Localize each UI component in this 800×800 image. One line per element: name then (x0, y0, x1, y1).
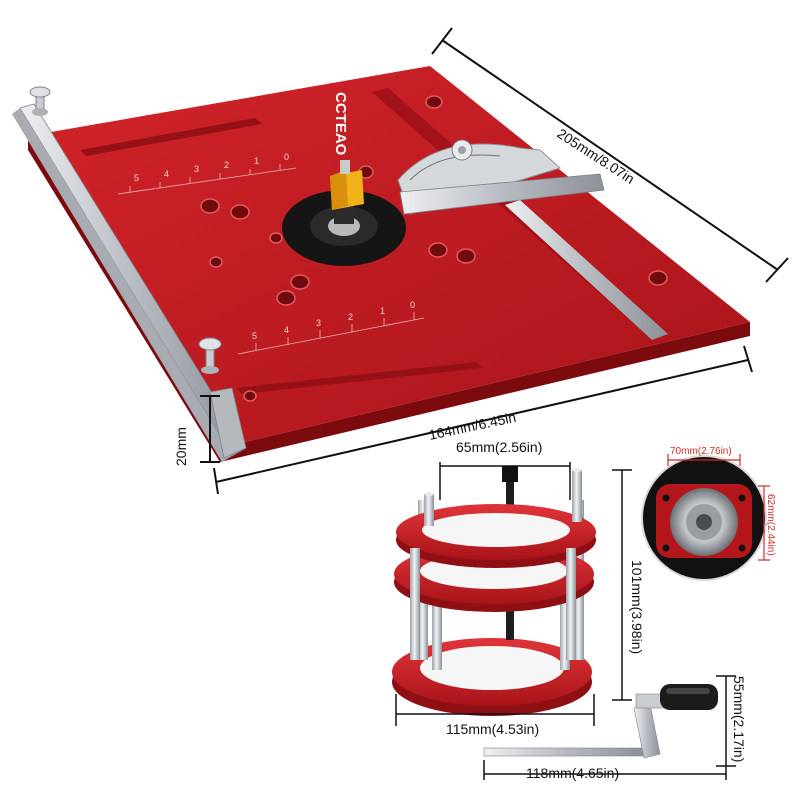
scale-label: 2 (348, 312, 353, 322)
motor-width-label: 70mm(2.76in) (670, 446, 732, 457)
top-scale (117, 164, 297, 195)
back-groove (80, 118, 262, 156)
insert-ring (282, 190, 406, 266)
plate-surface (28, 66, 750, 448)
bottom-scale (237, 312, 425, 355)
lift-top-width-label: 65mm(2.56in) (456, 439, 542, 455)
scale-label: 1 (254, 156, 259, 166)
scale-label: 0 (410, 300, 415, 310)
top-scale-labels: 0 1 2 3 4 5 (134, 152, 289, 183)
miter-bar (505, 200, 668, 340)
router-bit-icon (330, 160, 364, 224)
fence-rail (12, 103, 247, 462)
scale-label: 3 (316, 318, 321, 328)
fence-knob-icon (29, 86, 51, 116)
lift-base-width-label: 115mm(4.53in) (446, 721, 539, 737)
miter-fence (399, 173, 605, 215)
scale-label: 4 (284, 325, 289, 335)
plate-dimension-lines (200, 27, 789, 495)
bottom-scale-labels: 0 1 2 3 4 5 (252, 300, 415, 341)
plate-width-label: 164mm/6.45in (427, 409, 517, 443)
scale-label: 0 (284, 152, 289, 162)
scale-label: 5 (134, 173, 139, 183)
brand-logo: CCTEAO (332, 92, 349, 156)
motor-height-label: 62mm(2.44in) (765, 494, 776, 556)
router-plate: 0 1 2 3 4 5 0 1 2 3 4 5 CCTEAO (12, 66, 750, 462)
scale-label: 4 (164, 169, 169, 179)
crank-handle (483, 684, 718, 759)
plate-holes (200, 95, 668, 402)
crank-height-label: 55mm(2.17in) (731, 676, 747, 762)
crank-length-label: 118mm(4.65in) (526, 765, 619, 781)
scale-label: 3 (194, 164, 199, 174)
miter-gauge (397, 139, 605, 215)
front-groove (236, 362, 482, 394)
lift-dimension-lines (395, 462, 632, 726)
crank-dimension-lines (483, 675, 736, 780)
scale-label: 1 (380, 306, 385, 316)
scale-label: 2 (224, 160, 229, 170)
fence-height-label: 20mm (173, 427, 189, 466)
router-lift (392, 466, 596, 716)
motor-inset (641, 454, 770, 581)
scale-label: 5 (252, 331, 257, 341)
lift-height-label: 101mm(3.98in) (629, 560, 645, 654)
fence-knob-icon (198, 337, 222, 374)
